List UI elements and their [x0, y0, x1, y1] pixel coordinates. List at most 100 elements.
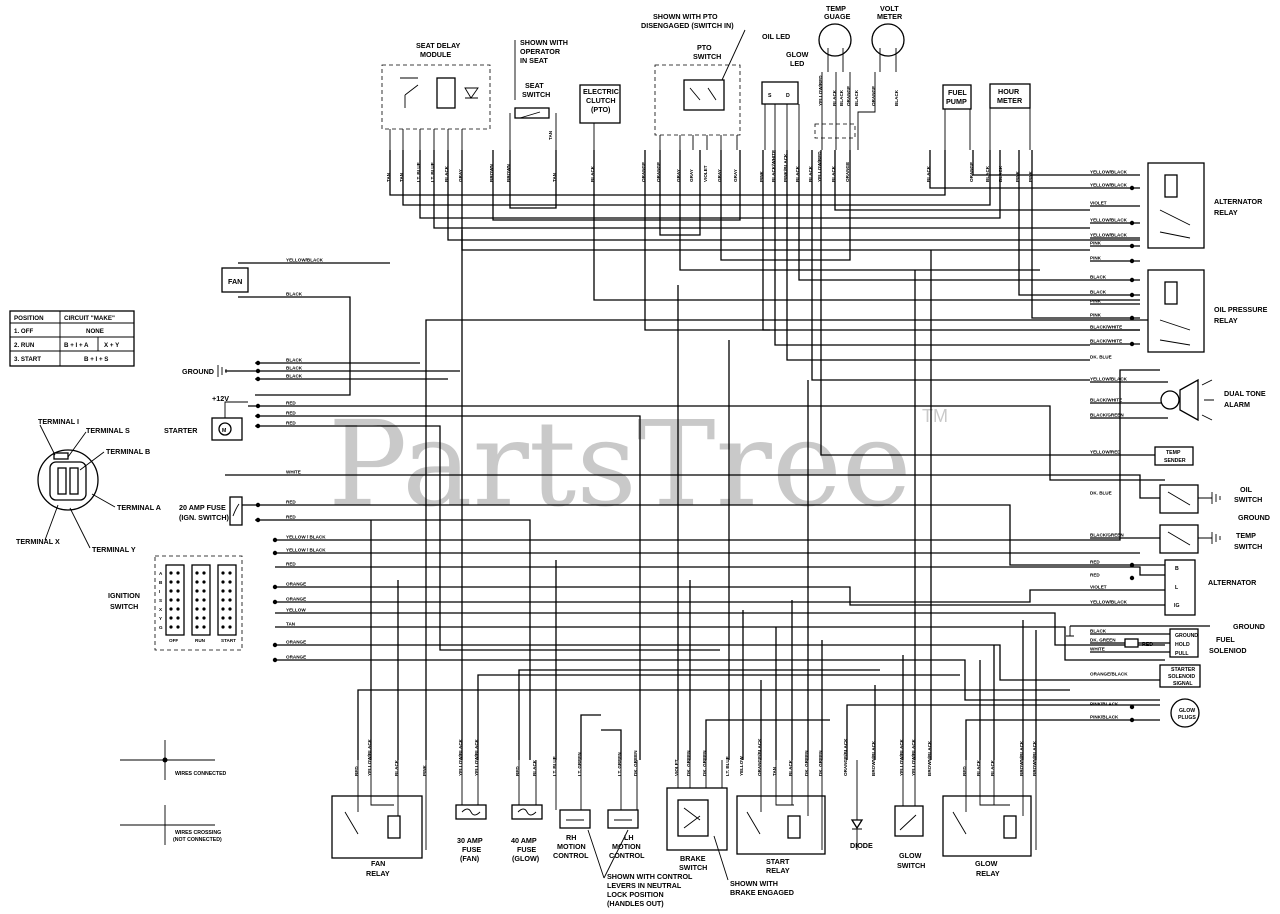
watermark: PartsTree — [328, 395, 912, 533]
svg-text:VOLT: VOLT — [880, 4, 899, 13]
svg-text:SHOWN WITH: SHOWN WITH — [520, 38, 568, 47]
svg-text:SWITCH: SWITCH — [1234, 495, 1262, 504]
right-wire-labels: YELLOW/BLACKYELLOW/BLACKVIOLETYELLOW/BLA… — [1090, 170, 1128, 720]
ignition-contact — [195, 625, 199, 629]
svg-text:TEMP: TEMP — [826, 4, 846, 13]
wire-label: LT. BLUE — [552, 756, 557, 776]
ignition-contact — [221, 589, 225, 593]
wire-label: RED — [515, 766, 520, 776]
ignition-contact — [228, 607, 232, 611]
svg-text:IN SEAT: IN SEAT — [520, 56, 548, 65]
ignition-contact — [228, 571, 232, 575]
svg-text:B: B — [1175, 566, 1179, 572]
ignition-contact — [169, 580, 173, 584]
svg-text:SHOWN WITH PTO: SHOWN WITH PTO — [653, 12, 718, 21]
wire-label: YELLOW/BLACK — [1090, 183, 1128, 188]
svg-text:SEAT DELAY: SEAT DELAY — [416, 41, 461, 50]
svg-text:ELECTRIC: ELECTRIC — [583, 87, 619, 96]
fuse-20-amp: 20 AMP FUSE (IGN. SWITCH) — [179, 496, 243, 526]
wire-label: BLACK — [532, 759, 537, 776]
dual-tone-alarm: DUAL TONE ALARM — [1160, 378, 1266, 422]
legend: WIRES CONNECTED WIRES CROSSING (NOT CONN… — [120, 740, 227, 845]
ignition-contact — [202, 589, 206, 593]
ignition-contact — [195, 580, 199, 584]
alternator: B L IG ALTERNATOR — [1164, 559, 1257, 616]
ignition-contact — [228, 598, 232, 602]
svg-text:SIGNAL: SIGNAL — [1173, 681, 1193, 687]
ignition-position-label: RUN — [195, 638, 206, 643]
wire-label: VIOLET — [1090, 585, 1107, 590]
wire-label: PINK/BLACK — [1090, 702, 1119, 707]
ignition-contact — [169, 616, 173, 620]
wire-label: BROWN — [489, 163, 494, 182]
wire-label: BLACK — [998, 165, 1003, 182]
wire-label: YELLOW/BLACK — [899, 738, 904, 776]
ignition-contact — [169, 625, 173, 629]
svg-text:DUAL TONE: DUAL TONE — [1224, 389, 1266, 398]
wire-label: LT. BLUE — [430, 162, 435, 182]
ignition-contact — [221, 580, 225, 584]
svg-text:DISENGAGED (SWITCH IN): DISENGAGED (SWITCH IN) — [641, 21, 734, 30]
svg-text:PUMP: PUMP — [946, 97, 967, 106]
ignition-contact — [221, 571, 225, 575]
svg-text:TERMINAL X: TERMINAL X — [16, 537, 60, 546]
ignition-terminal-label: A — [159, 571, 163, 576]
wire-label: YELLOW/BLACK — [286, 258, 324, 263]
svg-text:+12V: +12V — [212, 394, 229, 403]
starter-solenoid-signal: STARTER SOLENOID SIGNAL — [1159, 664, 1201, 688]
svg-text:ALARM: ALARM — [1224, 400, 1250, 409]
svg-text:STARTER: STARTER — [1171, 667, 1195, 673]
wire-label: BLACK — [286, 374, 303, 379]
wire-label: TAN — [286, 622, 296, 627]
svg-text:SOLENIOD: SOLENIOD — [1209, 646, 1247, 655]
oil-glow-leds: S D OIL LED GLOW LED — [761, 32, 809, 150]
svg-text:SWITCH: SWITCH — [1234, 542, 1262, 551]
wire-label: DK. GREEN — [804, 750, 809, 776]
wire-label: TAN — [772, 766, 777, 776]
ignition-contact — [228, 589, 232, 593]
wire-label: YELLOW/BLACK — [1090, 377, 1128, 382]
wire-label: PINK/BLACK — [1090, 715, 1119, 720]
wire-label: BLACK — [831, 165, 836, 182]
svg-text:OIL: OIL — [1240, 485, 1253, 494]
wire-label: BLACK — [286, 292, 303, 297]
ignition-contact — [221, 625, 225, 629]
ignition-position-label: OFF — [169, 638, 178, 643]
ignition-contact — [195, 607, 199, 611]
svg-text:GROUND: GROUND — [1233, 622, 1265, 631]
wire-label: YELLOW/RED — [818, 75, 823, 106]
wire-label: ORANGE/BLACK — [843, 738, 848, 776]
fuel-pump: FUEL PUMP — [942, 84, 972, 150]
svg-text:FUSE: FUSE — [462, 845, 481, 854]
wire-label: BROWN — [506, 163, 511, 182]
hour-meter: HOUR METER — [989, 83, 1031, 150]
svg-text:BRAKE ENGAGED: BRAKE ENGAGED — [730, 888, 794, 897]
svg-text:M: M — [222, 428, 226, 434]
ignition-contact — [195, 616, 199, 620]
svg-text:PTO: PTO — [697, 43, 712, 52]
wire-label: WHITE — [286, 470, 301, 475]
svg-text:TERMINAL A: TERMINAL A — [117, 503, 161, 512]
ignition-contact — [202, 625, 206, 629]
svg-text:ALTERNATOR: ALTERNATOR — [1214, 197, 1263, 206]
svg-text:LED: LED — [790, 59, 804, 68]
svg-text:SWITCH: SWITCH — [679, 863, 707, 872]
ignition-contact — [176, 571, 180, 575]
svg-text:TERMINAL Y: TERMINAL Y — [92, 545, 136, 554]
wire-label: BLACK — [839, 89, 844, 106]
wire-label: DK. GREEN — [702, 750, 707, 776]
svg-text:B + I + S: B + I + S — [84, 356, 108, 363]
wire-label: BLACK — [444, 165, 449, 182]
wire-label: BLACK — [394, 759, 399, 776]
ignition-contact — [176, 625, 180, 629]
wire-label: YELLOW/RED — [817, 151, 822, 182]
wire-label: ORANGE — [656, 162, 661, 182]
wire-label: ORANGE — [286, 582, 306, 587]
wire-label: BLACK — [976, 759, 981, 776]
wire-label: PINK — [1090, 299, 1102, 304]
wire-label: BROWN/BLACK — [927, 740, 932, 776]
svg-text:LOCK POSITION: LOCK POSITION — [607, 890, 664, 899]
wire-label: BLACK/WHITE — [1090, 398, 1122, 403]
svg-text:FUEL: FUEL — [948, 88, 967, 97]
